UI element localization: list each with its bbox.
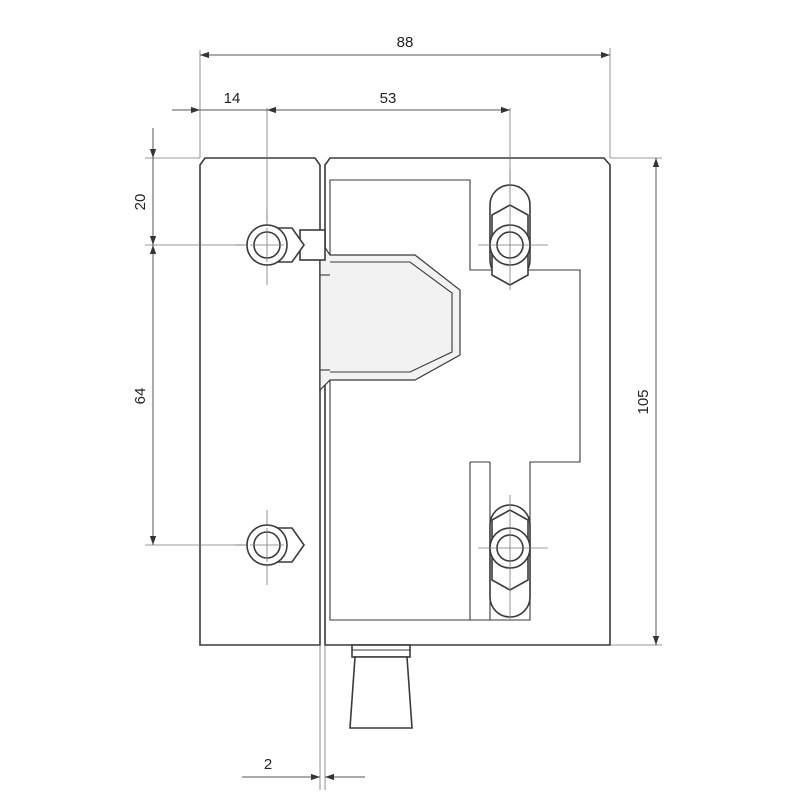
dimension-overall-height: 105: [635, 158, 660, 645]
dim-label-hole-offset-left: 14: [224, 90, 241, 107]
dimension-hole-spacing-horizontal: 53: [267, 90, 510, 114]
screw-top-left: [235, 210, 305, 285]
screw-slot-top-right: [478, 170, 548, 290]
hinge-tongue: [299, 229, 461, 392]
left-hinge-leaf: [199, 157, 321, 646]
dim-label-overall-width: 88: [397, 34, 414, 51]
dimension-hole-offset-top: 20: [132, 128, 157, 245]
dim-label-hole-spacing-horizontal: 53: [380, 90, 397, 107]
bottom-plunger: [349, 644, 413, 729]
dim-label-hole-offset-top: 20: [132, 194, 149, 211]
dimension-gap: 2: [242, 756, 365, 781]
dimension-hole-spacing-vertical: 64: [132, 245, 157, 545]
right-hinge-leaf: [324, 157, 611, 646]
extension-lines: [145, 48, 662, 790]
dimension-hole-offset-left: 14: [172, 90, 267, 114]
screw-bottom-left: [235, 510, 305, 585]
screw-slot-bottom-right: [478, 495, 548, 620]
dim-label-overall-height: 105: [635, 389, 652, 414]
dim-label-gap: 2: [264, 756, 272, 773]
dim-label-hole-spacing-vertical: 64: [132, 388, 149, 405]
dimension-overall-width: 88: [200, 34, 610, 59]
